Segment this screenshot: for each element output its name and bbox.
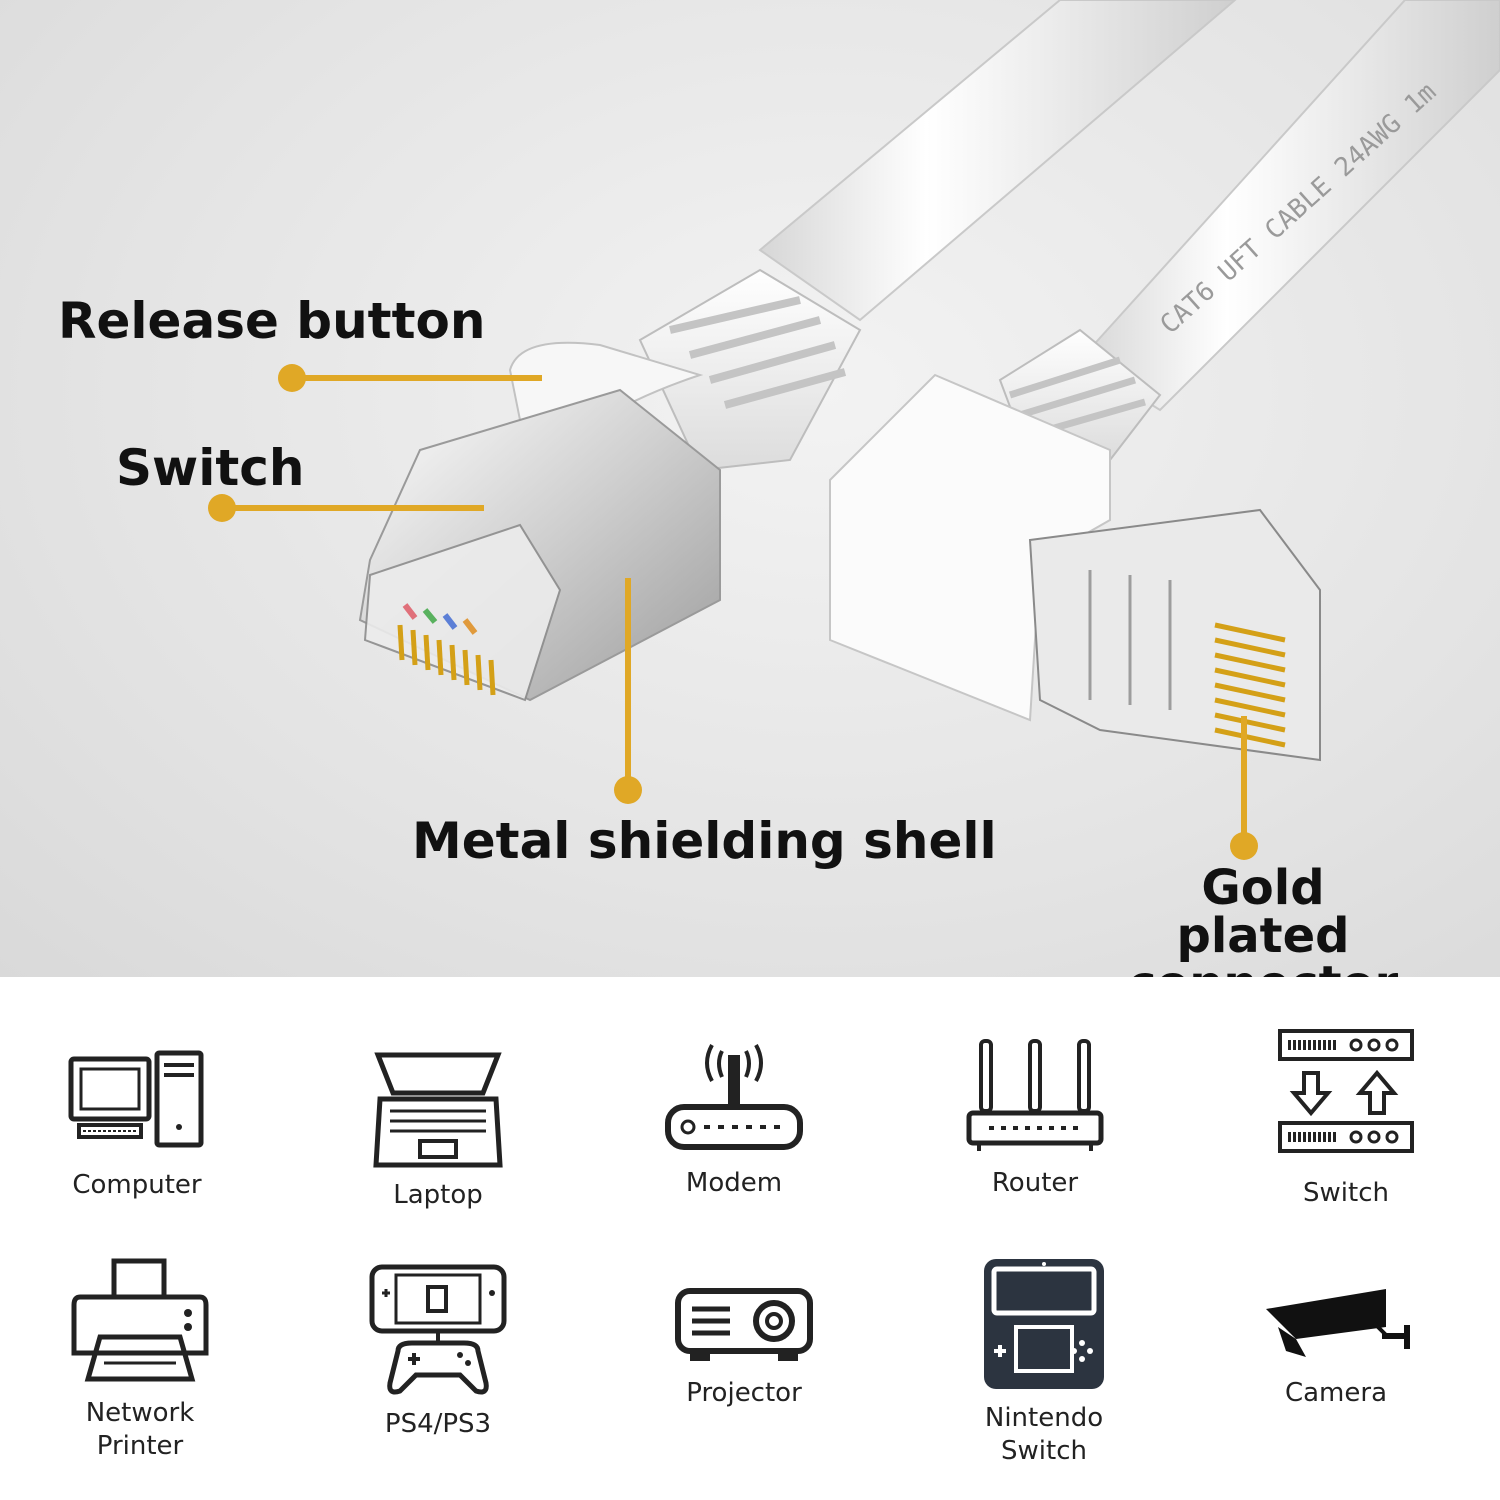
cable-illustration: CAT6 UFT CABLE 24AWG 1m	[208, 0, 1500, 860]
left-cable	[358, 0, 1237, 702]
device-label: PS4/PS3	[384, 1409, 492, 1439]
device-router: Router	[915, 1037, 1155, 1200]
switch-dot	[208, 494, 236, 522]
nintendo-switch-icon	[984, 1259, 1104, 1389]
device-computer: Computer	[17, 1049, 257, 1202]
device-label: Laptop	[393, 1180, 483, 1210]
compatible-devices: Computer Laptop Modem	[0, 977, 1500, 1500]
release-button-label: Release button	[58, 292, 486, 350]
network-switch-icon	[1278, 1029, 1414, 1153]
release-button-dot	[278, 364, 306, 392]
gamepad-icon	[369, 1264, 507, 1395]
device-ps4-ps3: PS4/PS3	[318, 1263, 558, 1441]
device-label: Switch	[1303, 1178, 1389, 1208]
device-label: Nintendo Switch	[984, 1403, 1104, 1466]
device-label: Modem	[685, 1168, 783, 1198]
right-gold-pins	[1214, 622, 1286, 748]
device-laptop: Laptop	[318, 1049, 558, 1212]
modem-icon	[665, 1044, 803, 1150]
left-gold-pins	[397, 624, 496, 696]
device-printer: Network Printer	[20, 1257, 260, 1462]
device-modem: Modem	[614, 1037, 854, 1200]
security-camera-icon	[1266, 1289, 1410, 1357]
printer-icon	[71, 1258, 209, 1382]
device-label: Network Printer	[85, 1398, 195, 1461]
callout-leaders	[208, 364, 1258, 860]
device-label: Camera	[1284, 1378, 1388, 1408]
device-nintendo-switch: Nintendo Switch	[924, 1257, 1164, 1467]
device-label: Computer	[72, 1170, 202, 1200]
device-camera: Camera	[1216, 1287, 1456, 1410]
product-hero: CAT6 UFT CABLE 24AWG 1m	[0, 0, 1500, 977]
gold-connector-label: Gold plated connector	[1128, 860, 1398, 977]
cable-print: CAT6 UFT CABLE 24AWG 1m	[1155, 77, 1443, 340]
laptop-icon	[373, 1052, 503, 1168]
gold-connector-dot	[1230, 832, 1258, 860]
computer-icon	[68, 1050, 204, 1148]
projector-icon	[675, 1288, 813, 1361]
device-switch: Switch	[1226, 1027, 1466, 1210]
device-label: Router	[991, 1168, 1079, 1198]
router-icon	[966, 1039, 1104, 1151]
metal-shell-dot	[614, 776, 642, 804]
device-projector: Projector	[624, 1287, 864, 1410]
device-label: Projector	[686, 1378, 802, 1408]
switch-label: Switch	[116, 439, 305, 497]
metal-shell-label: Metal shielding shell	[412, 812, 997, 870]
